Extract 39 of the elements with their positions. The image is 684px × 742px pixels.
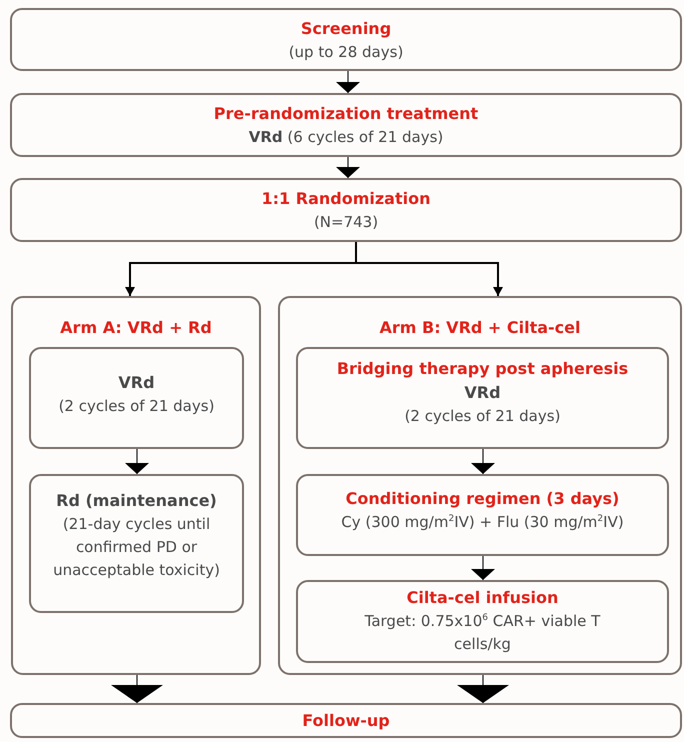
- box-heading: Follow-up: [302, 710, 390, 732]
- arm-panel: [11, 296, 261, 675]
- drug-name: VRd: [464, 382, 501, 404]
- box-text: (21-day cycles until confirmed PD or unacceptable toxicity): [52, 514, 221, 581]
- process-box: [10, 703, 682, 738]
- arm-panel: [278, 296, 682, 675]
- box-text: (2 cycles of 21 days): [404, 406, 560, 427]
- box-heading: Cilta-cel infusion: [406, 587, 560, 609]
- arrow: [355, 242, 503, 296]
- box-heading: 1:1 Randomization: [262, 188, 430, 210]
- arrow: [111, 674, 163, 704]
- process-box: [296, 580, 669, 663]
- arrow: [336, 70, 360, 94]
- process-box: [29, 474, 244, 613]
- process-box: [29, 347, 244, 449]
- process-box: [10, 178, 682, 242]
- arrow: [125, 448, 149, 474]
- box-heading: Arm B: VRd + Cilta-cel: [380, 317, 580, 339]
- box-text: (N=743): [314, 212, 378, 233]
- arrow: [471, 448, 495, 474]
- box-text: Target: 0.75x10$^{6}$ CAR+ viable T cells/kg: [364, 611, 602, 655]
- process-box: [10, 8, 682, 71]
- box-text: Cy (300 mg/m$^{2}$IV) + Flu (30 mg/m$^{2}$IV): [341, 512, 624, 533]
- process-box: [296, 474, 669, 556]
- box-text: (up to 28 days): [288, 42, 404, 63]
- box-heading: Bridging therapy post apheresis: [336, 358, 628, 380]
- box-heading: Arm A: VRd + Rd: [60, 317, 212, 339]
- arrow: [336, 156, 360, 178]
- box-text: VRd (6 cycles of 21 days): [248, 127, 444, 148]
- arrow: [471, 556, 495, 580]
- arrow: [457, 674, 509, 704]
- box-text: (2 cycles of 21 days): [58, 396, 214, 417]
- box-heading: Screening: [300, 18, 392, 40]
- process-box: [296, 347, 669, 449]
- process-box: [10, 93, 682, 157]
- box-heading: Conditioning regimen (3 days): [346, 488, 620, 510]
- box-heading: Rd (maintenance): [55, 490, 218, 512]
- box-heading: VRd: [118, 372, 155, 394]
- box-heading: Pre-randomization treatment: [214, 103, 478, 125]
